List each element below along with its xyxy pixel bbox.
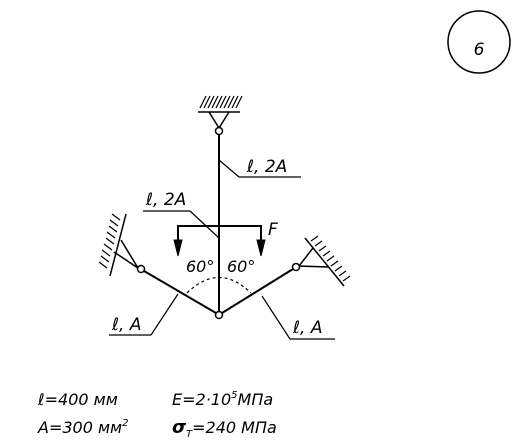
param-length: ℓ=400 мм <box>37 390 118 409</box>
top-support <box>198 95 243 136</box>
right-inclined-rod <box>221 268 294 314</box>
param-area: A=300 мм2 <box>37 418 129 437</box>
leader-lines <box>109 159 335 340</box>
middle-rod-label: ℓ, 2A <box>145 190 186 210</box>
angle-left-label: 60° <box>186 257 214 276</box>
top-rod-label: ℓ, 2A <box>246 157 287 177</box>
right-rod-label: ℓ, A <box>292 318 322 338</box>
angle-right-label: 60° <box>227 257 255 276</box>
right-support <box>291 235 351 287</box>
force-label: F <box>268 220 278 240</box>
figure-number-badge: 6 <box>447 10 511 74</box>
angle-arc <box>186 277 252 294</box>
figure-number: 6 <box>474 40 485 60</box>
force-arrows <box>173 225 266 257</box>
left-inclined-rod <box>143 270 217 314</box>
parameters: ℓ=400 мм A=300 мм2 E=2·105МПа σТ=240 МПа <box>37 390 277 440</box>
param-modulus: E=2·105МПа <box>172 390 273 409</box>
bottom-joint <box>214 310 224 320</box>
rods <box>143 135 294 320</box>
left-support <box>98 213 146 277</box>
param-yield: σТ=240 МПа <box>172 417 277 440</box>
left-rod-label: ℓ, A <box>111 315 141 335</box>
